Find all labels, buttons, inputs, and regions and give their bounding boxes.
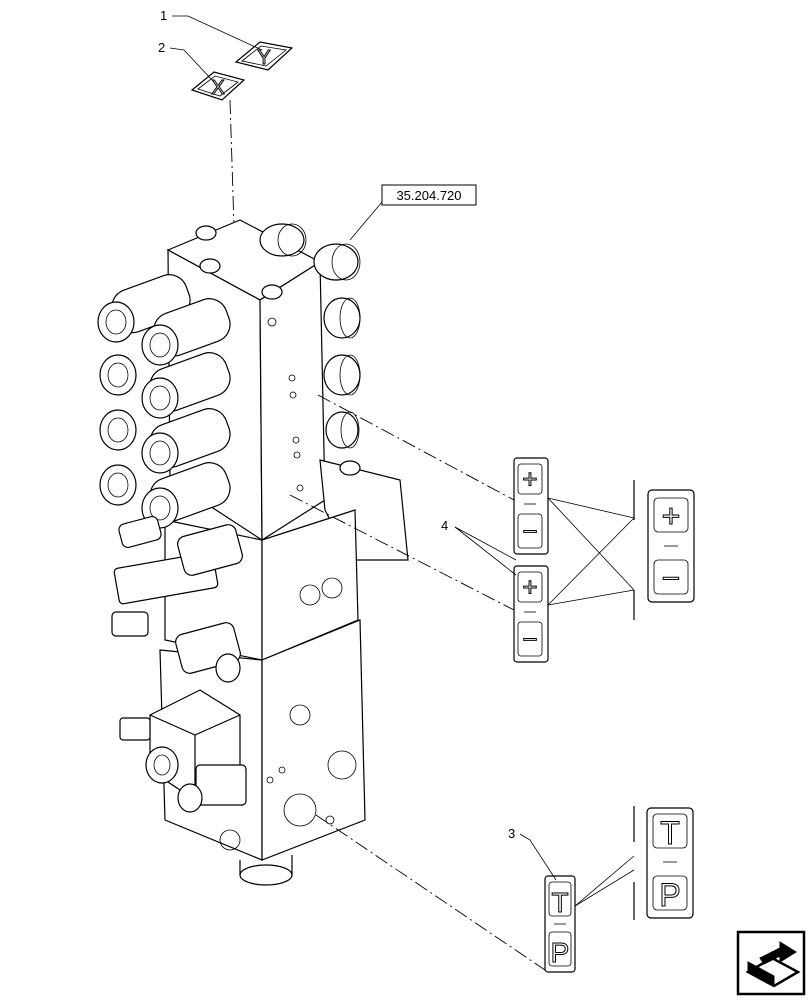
detail-p: P <box>659 877 680 913</box>
arrow-box-icon[interactable] <box>736 930 806 996</box>
decal-plus-2: + <box>522 572 537 602</box>
callout-2: 2 <box>158 40 165 55</box>
decal-p: P <box>551 937 570 968</box>
leader-1 <box>172 15 263 51</box>
reference-leader <box>349 201 383 241</box>
leader-2 <box>169 47 213 81</box>
detail-t: T <box>660 815 680 851</box>
detail-tp: T P <box>574 806 694 920</box>
decal-y: Y <box>234 41 294 71</box>
decal-plus-1: + <box>522 464 537 494</box>
decal-plus-minus-2: + − <box>513 565 549 663</box>
decal-minus-2: − <box>522 624 537 654</box>
leader-4b <box>454 526 517 576</box>
leader-4a <box>454 526 517 561</box>
decal-t: T <box>551 887 568 918</box>
decal-plus-minus-1: + − <box>513 457 549 555</box>
center-line-top <box>229 99 237 291</box>
callout-1: 1 <box>160 8 167 23</box>
coil-stack-left <box>97 274 247 813</box>
center-line-plus-minus-2 <box>289 494 515 611</box>
center-line-plus-minus-1 <box>317 394 515 501</box>
decal-x-label: X <box>211 77 224 99</box>
callout-4: 4 <box>441 518 448 533</box>
decal-x: X <box>190 71 246 101</box>
reference-number: 35.204.720 <box>396 188 461 203</box>
coil-stack-right <box>259 223 361 449</box>
detail-plus: + <box>662 498 681 534</box>
decal-tp: T P <box>544 875 576 973</box>
reference-box <box>381 184 477 206</box>
detail-plus-minus: + − <box>547 480 695 620</box>
decal-y-label: Y <box>257 47 270 69</box>
center-line-tp <box>315 814 546 971</box>
decal-minus-1: − <box>522 516 537 546</box>
callout-3: 3 <box>508 826 515 841</box>
leader-3 <box>519 833 557 881</box>
detail-minus: − <box>662 560 681 596</box>
